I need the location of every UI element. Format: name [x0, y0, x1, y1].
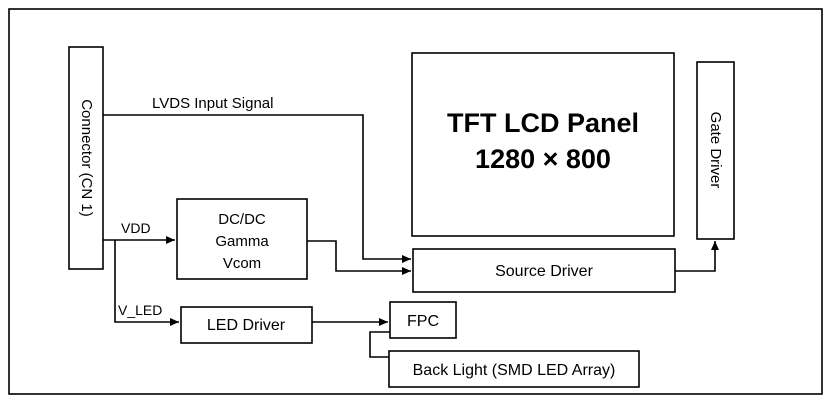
connector-label: Connector (CN 1): [78, 99, 95, 217]
dcdc-label-line3: Vcom: [223, 255, 261, 272]
lvds-signal-line: [103, 114, 411, 263]
lcd-panel-title: TFT LCD Panel: [447, 108, 639, 138]
lvds-signal-label: LVDS Input Signal: [152, 95, 273, 112]
led-driver-block: [180, 306, 313, 344]
back-light-block: [388, 350, 640, 388]
connector-block: [68, 46, 104, 270]
gate-driver-label: Gate Driver: [707, 112, 724, 189]
fpc-label: FPC: [407, 313, 439, 330]
tft-lcd-panel-block: [411, 52, 675, 237]
gate-driver-block: [696, 61, 735, 240]
source-to-gate-line: [675, 241, 719, 272]
outer-frame: [8, 8, 823, 395]
dcdc-label-line1: DC/DC: [218, 211, 266, 228]
fpc-to-backlight-line: [369, 331, 390, 358]
back-light-label: Back Light (SMD LED Array): [413, 362, 616, 379]
lcd-panel-resolution: 1280 × 800: [475, 144, 611, 174]
source-driver-label: Source Driver: [495, 263, 593, 280]
dcdc-block: [176, 198, 308, 280]
vdd-label: VDD: [121, 220, 151, 236]
v-led-label: V_LED: [118, 302, 162, 318]
led-driver-label: LED Driver: [207, 317, 286, 334]
dcdc-label-line2: Gamma: [215, 233, 269, 250]
dcdc-to-source-line: [307, 240, 411, 275]
v-led-line: [114, 240, 179, 326]
source-driver-block: [412, 248, 676, 293]
fpc-block: [389, 301, 457, 339]
